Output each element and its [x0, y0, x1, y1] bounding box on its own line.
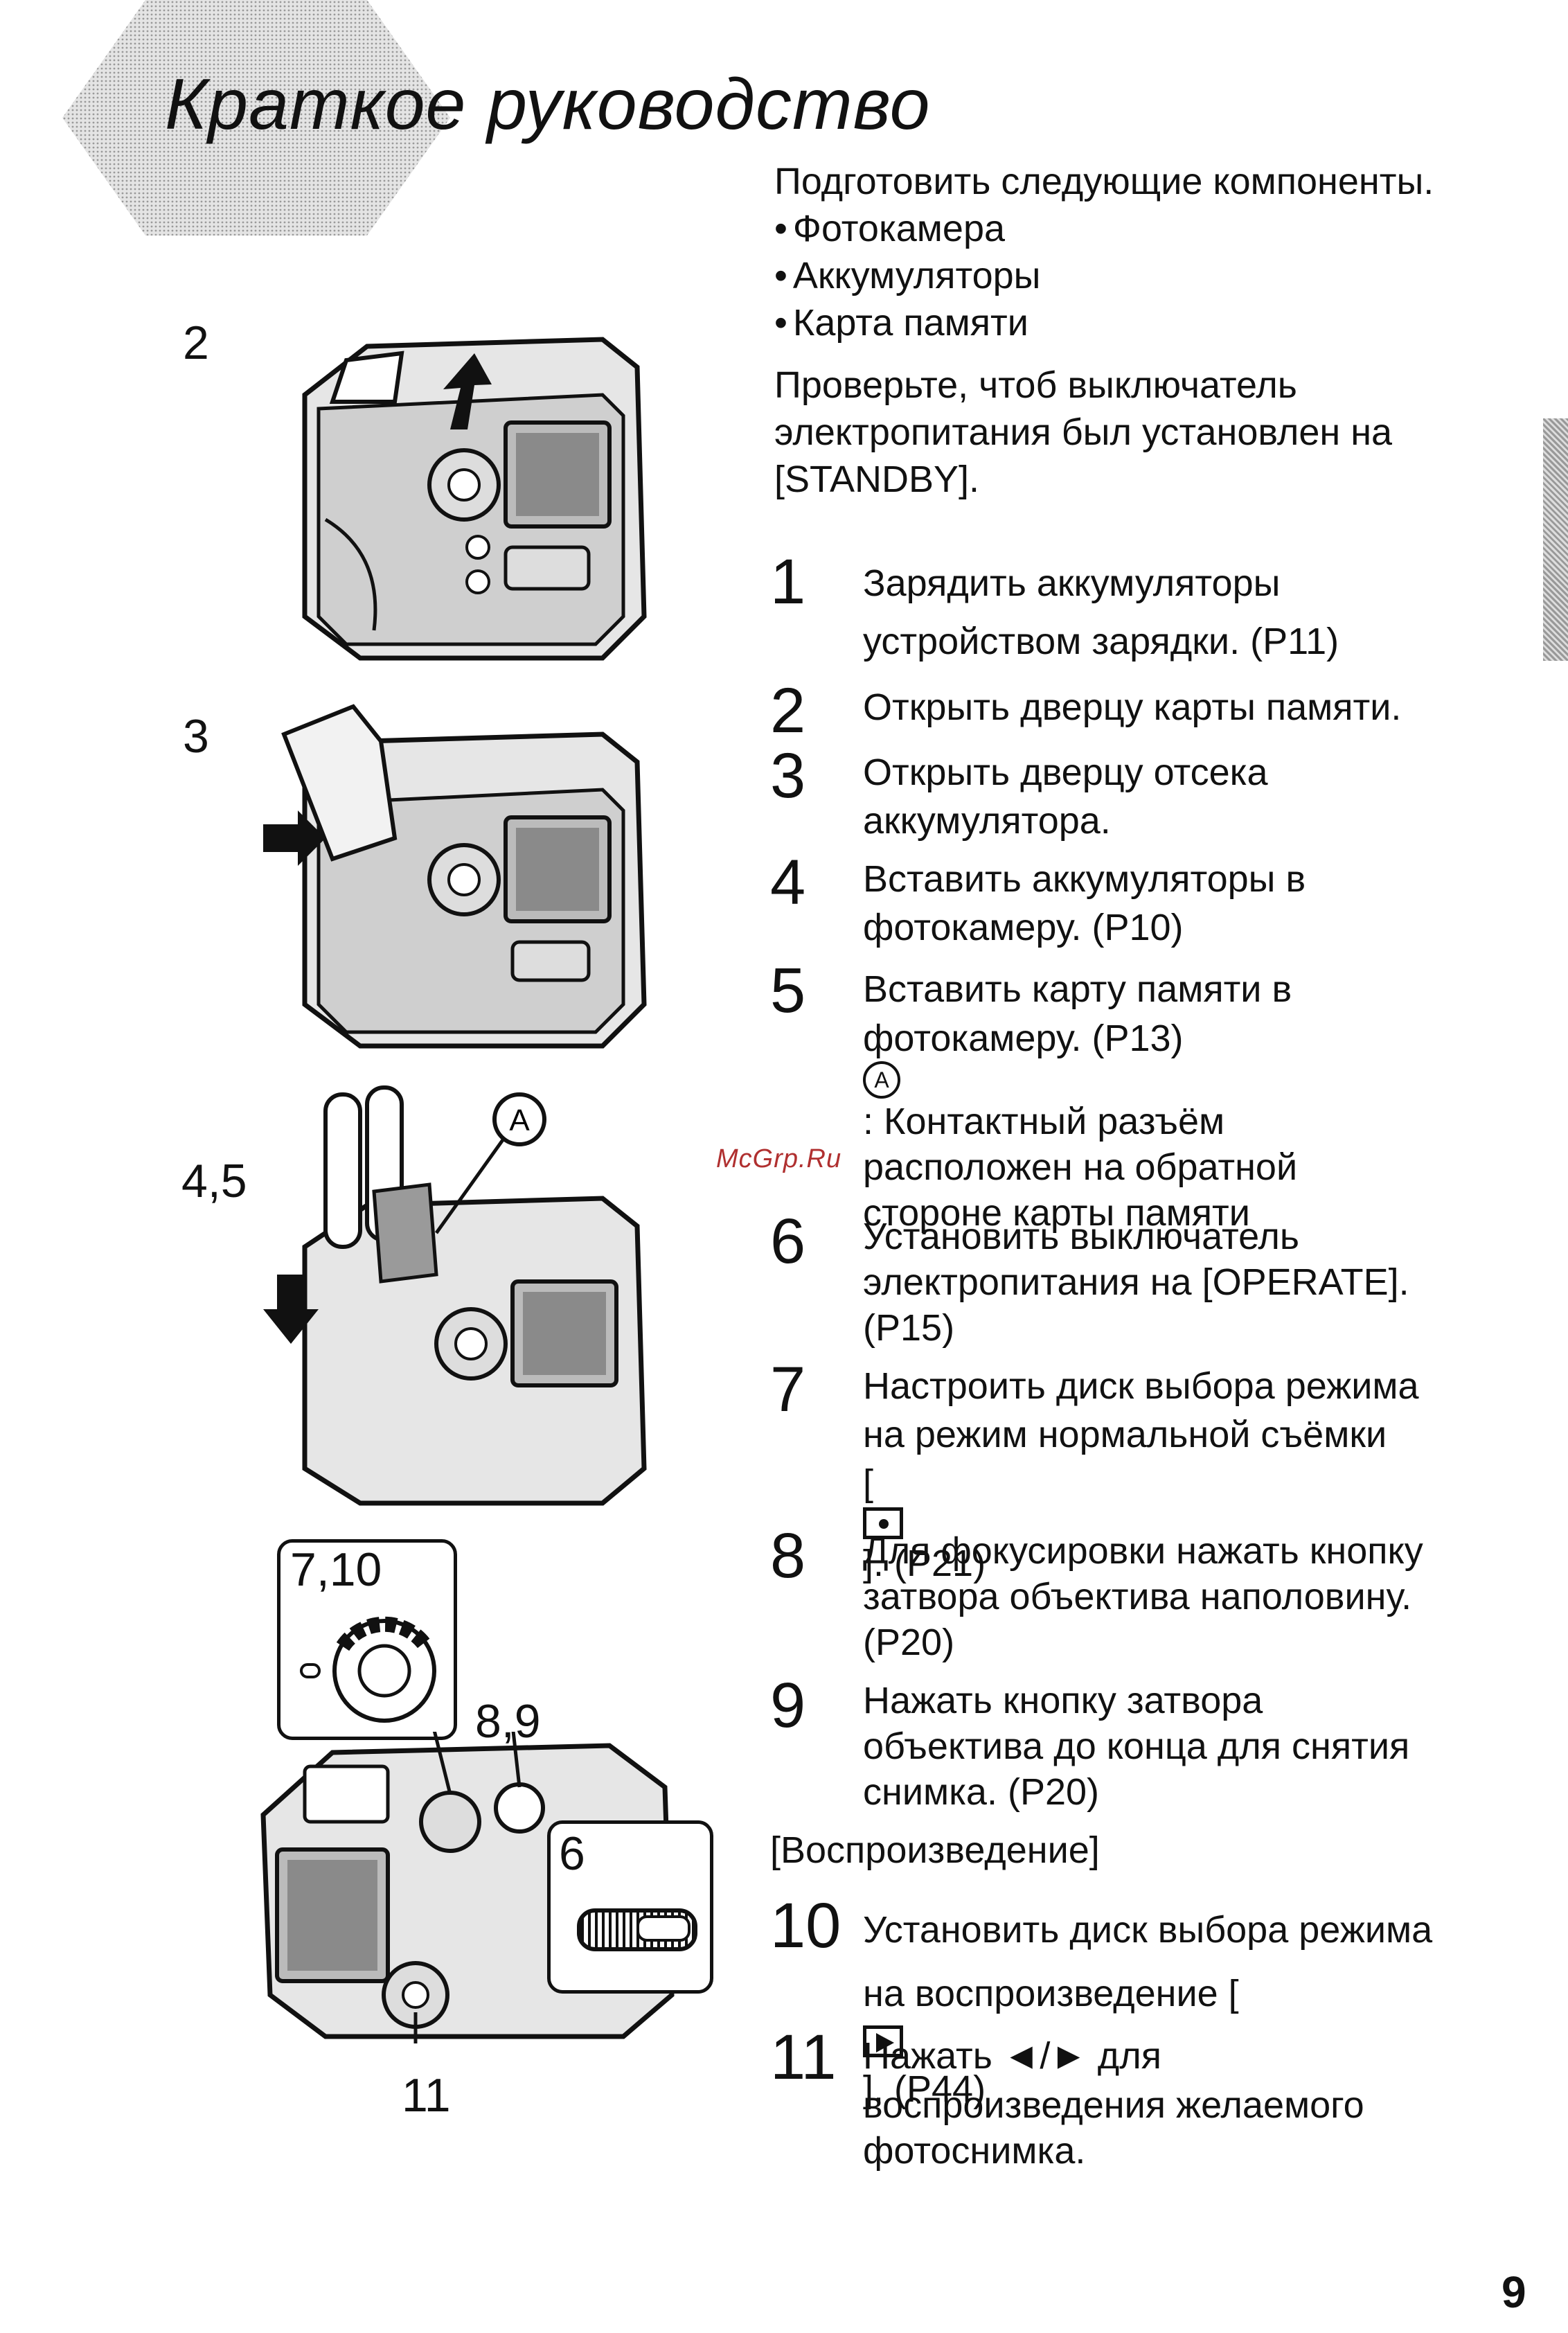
step-text: Вставить аккумуляторы в фотокамеру. (P10… [863, 855, 1556, 952]
list-item: Фотокамера [774, 205, 1522, 252]
step-number: 6 [770, 1206, 806, 1277]
step-number: 11 [770, 2022, 837, 2093]
figure-label-2: 2 [183, 317, 209, 369]
step-line: Нажать кнопку затвора [863, 1680, 1263, 1721]
figure-label-3: 3 [183, 710, 209, 763]
figure-label-8-9: 8,9 [475, 1695, 541, 1748]
thumb-index-tab [1543, 418, 1568, 661]
step-number: 3 [770, 740, 806, 811]
step-text: Для фокусировки нажать кнопку затвора об… [863, 1528, 1556, 1665]
step-text: Установить диск выбора режима на воспрои… [863, 1898, 1556, 2121]
step-line: Зарядить аккумуляторы [863, 562, 1281, 604]
step-line: Для фокусировки нажать кнопку [863, 1530, 1423, 1572]
playback-heading: [Воспроизведение] [770, 1829, 1100, 1871]
step-line: Вставить аккумуляторы в [863, 858, 1306, 900]
step-line: Настроить диск выбора режима [863, 1365, 1419, 1407]
normal-mode-camera-icon [863, 1507, 903, 1539]
step-line: на режим нормальной съёмки [863, 1414, 1387, 1455]
step-line-text: : Контактный разъём [863, 1101, 1225, 1142]
step-text: Открыть дверцу карты памяти. [863, 683, 1556, 731]
mode-dial-inset: 7,10 [277, 1539, 457, 1740]
step-line: стороне карты памяти [863, 1192, 1250, 1234]
step-line: Установить диск выбора режима [863, 1909, 1433, 1951]
step-line: электропитания на [OPERATE]. [863, 1261, 1409, 1303]
step-line: фотокамеру. (P13) [863, 1018, 1184, 1059]
check-line: [STANDBY]. [774, 459, 980, 500]
playback-mode-icon [863, 2025, 903, 2057]
step-number: 9 [770, 1670, 806, 1741]
step-line: [ ]. (P21) [863, 1459, 1556, 1588]
step-line: Нажать ◄/► для [863, 2035, 1162, 2077]
step-number: 7 [770, 1354, 806, 1425]
prepare-text: Подготовить следующие компоненты. [774, 161, 1434, 202]
list-item: Аккумуляторы [774, 252, 1522, 299]
list-item: Карта памяти [774, 299, 1522, 346]
step-line: A: Контактный разъём [863, 1061, 1556, 1144]
camera-battery-door-illustration [263, 704, 647, 1049]
step-line-text: на воспроизведение [ [863, 1973, 1239, 2014]
step-line: снимка. (P20) [863, 1771, 1100, 1813]
watermark: McGrp.Ru [716, 1144, 842, 1173]
step-line: расположен на обратной [863, 1146, 1298, 1188]
step-line: Открыть дверцу карты памяти. [863, 686, 1402, 728]
step-line: Вставить карту памяти в [863, 968, 1292, 1010]
step-line: устройством зарядки. (P11) [863, 621, 1339, 662]
step-text: Нажать ◄/► для воспроизведения желаемого… [863, 2030, 1556, 2174]
bracket-open: [ [863, 1462, 874, 1504]
power-switch-icon [577, 1908, 697, 1951]
intro-block: Подготовить следующие компоненты. Фотока… [774, 158, 1522, 503]
step-line: Открыть дверцу отсека [863, 752, 1268, 793]
step-text: Открыть дверцу отсека аккумулятора. [863, 748, 1556, 845]
title-hexagon-background [62, 0, 450, 236]
step-text: Нажать кнопку затвора объектива до конца… [863, 1678, 1556, 1815]
callout-a-icon: A [863, 1061, 900, 1099]
step-number: 5 [770, 955, 806, 1026]
figure-label-6: 6 [559, 1827, 585, 1880]
power-switch-inset: 6 [547, 1820, 713, 1994]
figure-label-4-5: 4,5 [181, 1155, 247, 1207]
camera-card-door-illustration [302, 337, 647, 661]
step-line: на воспроизведение [ ]. (P44) [863, 1962, 1556, 2121]
step-line: фотокамеру. (P10) [863, 907, 1184, 948]
component-list: Фотокамера Аккумуляторы Карта памяти [774, 205, 1522, 346]
page-title: Краткое руководство [165, 64, 931, 145]
step-line: воспроизведения желаемого [863, 2084, 1364, 2126]
step-number: 10 [770, 1890, 841, 1961]
step-line: (P20) [863, 1622, 955, 1663]
step-number: 1 [770, 547, 806, 617]
mode-dial-icon [300, 1616, 436, 1723]
page-number: 9 [1502, 2267, 1526, 2317]
bracket-close: ]. (P44) [863, 2068, 986, 2110]
step-number: 8 [770, 1520, 806, 1591]
step-number: 2 [770, 675, 806, 746]
step-text: Зарядить аккумуляторы устройством зарядк… [863, 554, 1556, 671]
step-line: фотоснимка. [863, 2130, 1086, 2172]
standby-check-text: Проверьте, чтоб выключатель электропитан… [774, 362, 1522, 503]
step-line: объектива до конца для снятия [863, 1726, 1410, 1767]
figure-label-7-10: 7,10 [290, 1543, 382, 1596]
check-line: Проверьте, чтоб выключатель [774, 364, 1297, 406]
step-line: (P15) [863, 1307, 955, 1349]
callout-a-label: A [509, 1103, 530, 1137]
camera-insert-battery-card-illustration: A [263, 1085, 647, 1506]
bracket-close: ]. (P21) [863, 1543, 986, 1584]
step-line: аккумулятора. [863, 800, 1111, 842]
step-text: Установить выключатель электропитания на… [863, 1214, 1556, 1351]
figure-label-11: 11 [402, 2069, 451, 2122]
step-line: затвора объектива наполовину. [863, 1576, 1412, 1617]
step-line: Установить выключатель [863, 1216, 1299, 1257]
step-text: Настроить диск выбора режима на режим но… [863, 1362, 1556, 1588]
step-number: 4 [770, 847, 806, 918]
check-line: электропитания был установлен на [774, 411, 1393, 453]
step-text: Вставить карту памяти в фотокамеру. (P13… [863, 963, 1556, 1236]
